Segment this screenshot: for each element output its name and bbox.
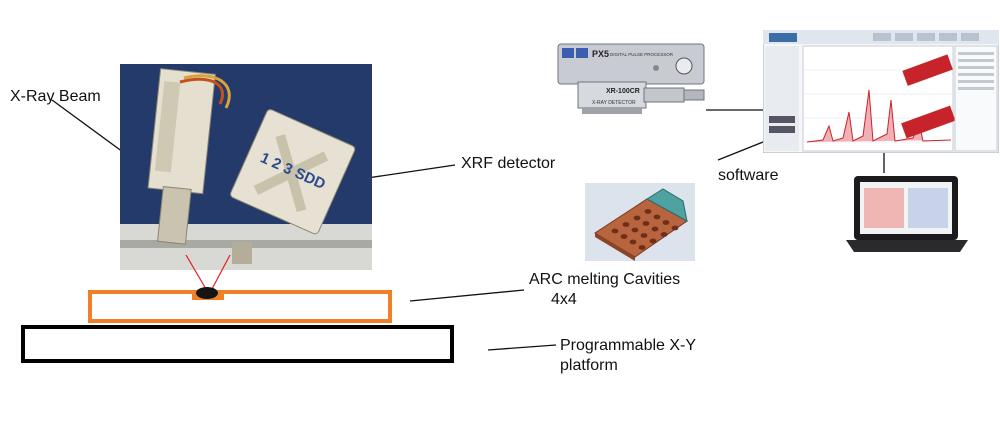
platform-label-line2: platform xyxy=(560,357,618,374)
arc-cavity xyxy=(649,238,657,244)
arc-cavity xyxy=(651,226,659,232)
arc-cavity xyxy=(622,222,630,227)
arc-cavity xyxy=(640,233,648,238)
arc-cavity xyxy=(644,209,652,214)
arc-cavity xyxy=(653,214,661,220)
detector-name: X-RAY DETECTOR xyxy=(592,100,636,106)
sample-icon xyxy=(192,287,224,300)
xrf-detector-label: XRF detector xyxy=(461,155,556,172)
vacuum-chamber-photo: 1 2 3 SDD xyxy=(120,64,372,270)
arc-cavity xyxy=(642,221,650,226)
arc-melting-label-line1: ARC melting Cavities xyxy=(529,271,681,288)
sdd-detector: 1 2 3 SDD xyxy=(230,109,356,235)
xr100cr-detector: XR-100CR X-RAY DETECTOR xyxy=(577,81,705,114)
arc-cavity xyxy=(611,228,619,234)
xy-platform xyxy=(21,325,454,363)
arc-cavity xyxy=(629,239,637,245)
sample-holder-leader xyxy=(409,289,525,302)
arc-cavity xyxy=(671,225,679,231)
detector-model: XR-100CR xyxy=(606,88,640,95)
laptop-icon xyxy=(846,176,968,252)
software-leader xyxy=(717,141,764,161)
px5-processor: PX5 DIGITAL PULSE PROCESSOR xyxy=(557,43,705,85)
platform-leader xyxy=(487,344,557,351)
arc-cavity xyxy=(638,245,646,250)
arc-cavity xyxy=(633,215,641,221)
px5-model: PX5 xyxy=(592,49,609,59)
arc-cavity-grid xyxy=(611,209,679,250)
platform-label-line1: Programmable X-Y xyxy=(560,337,697,354)
software-label: software xyxy=(718,167,779,184)
xray-beam-label: X-Ray Beam xyxy=(10,88,101,105)
xray-tube xyxy=(147,68,216,245)
arc-melting-hearth-render xyxy=(585,183,695,261)
arc-cavity xyxy=(631,227,639,233)
sample-holder xyxy=(88,290,392,323)
px5-subtitle: DIGITAL PULSE PROCESSOR xyxy=(610,52,674,57)
software-screenshot xyxy=(763,30,999,153)
arc-cavity xyxy=(662,220,670,225)
px5-detector-photo: PX5 DIGITAL PULSE PROCESSOR XR-100CR X-R… xyxy=(557,43,705,114)
arc-melting-label-line2: 4x4 xyxy=(551,291,577,308)
xray-beam-lines xyxy=(185,255,231,290)
arc-cavity xyxy=(620,234,628,239)
arc-cavity xyxy=(660,232,668,237)
